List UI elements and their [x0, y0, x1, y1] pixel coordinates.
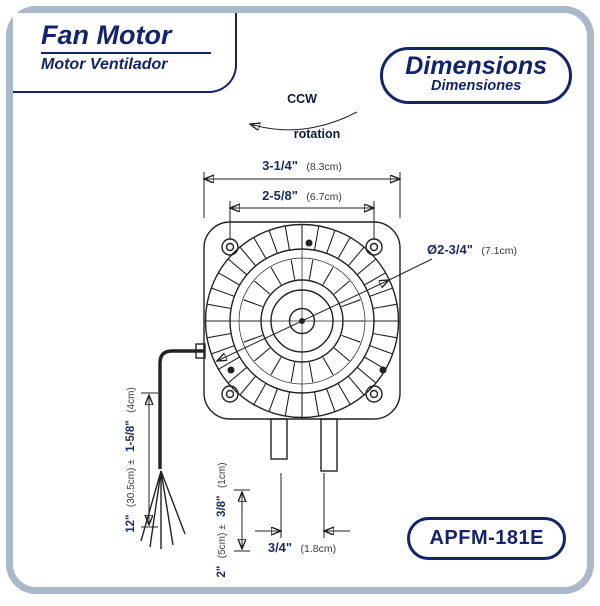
terminal-post-right: [320, 418, 338, 472]
dim-strip-length-label: 2" (5cm) ± 3/8" (1cm): [212, 462, 229, 577]
dim-wire-length: 12" (30.5cm) ± 1-5/8" (4cm): [121, 387, 158, 533]
dimensions-badge-subtitle: Dimensiones: [431, 78, 522, 94]
dim-wire-length-label: 12" (30.5cm) ± 1-5/8" (4cm): [121, 387, 138, 533]
model-number-badge: APFM-181E: [407, 517, 566, 560]
lead-wire: [140, 343, 206, 549]
motor-body: [203, 221, 401, 472]
dim-diameter-label: Ø2-3/4" (7.1cm): [427, 241, 517, 258]
dim-shaft-span: 3/4" (1.8cm): [255, 473, 350, 556]
rotation-label: rotation: [294, 127, 341, 141]
rotation-indicator: CCW rotation: [250, 92, 358, 141]
title-divider: [41, 52, 211, 55]
page-subtitle: Motor Ventilador: [41, 56, 168, 74]
dim-hole-span: 2-5/8" (6.7cm): [230, 187, 374, 239]
dim-total-width: 3-1/4" (8.3cm): [204, 157, 400, 218]
dim-total-width-label: 3-1/4" (8.3cm): [262, 157, 342, 174]
dimensions-badge: Dimensions Dimensiones: [380, 47, 572, 104]
dimensions-badge-title: Dimensions: [405, 52, 547, 80]
page-title: Fan Motor: [41, 20, 172, 50]
ccw-arrow-icon: [250, 111, 358, 130]
spec-card: CCW rotation 3-1/4" (8.3cm) 2-5/8" (6.7c…: [6, 6, 594, 594]
dim-strip-length: 2" (5cm) ± 3/8" (1cm): [212, 462, 250, 578]
dim-diameter: Ø2-3/4" (7.1cm): [217, 241, 517, 361]
ccw-label: CCW: [287, 92, 317, 106]
dim-shaft-span-label: 3/4" (1.8cm): [268, 539, 336, 556]
terminal-post-left: [270, 418, 288, 460]
title-tab: Fan Motor Motor Ventilador: [13, 13, 237, 93]
dim-hole-span-label: 2-5/8" (6.7cm): [262, 187, 342, 204]
